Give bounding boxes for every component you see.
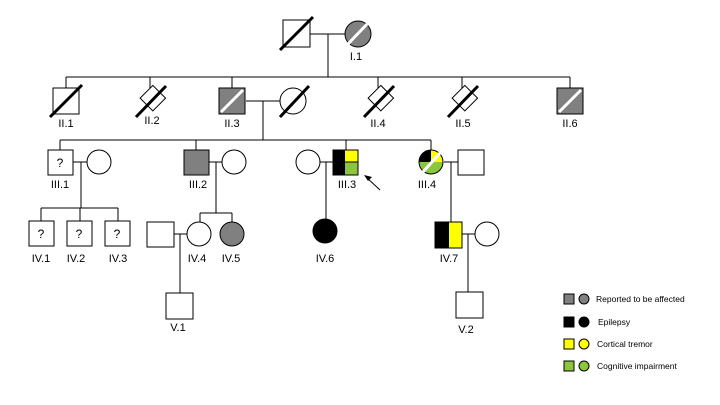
individual-v-2: V.2 — [455, 291, 484, 336]
unknown-mark: ? — [114, 227, 121, 241]
individual-iv-6: IV.6 — [312, 218, 338, 265]
proband-arrow — [364, 175, 381, 191]
label-ii-1: II.1 — [58, 118, 73, 130]
individual-iii-3-proband: III.3 — [332, 149, 359, 191]
individual-iv-1: ? IV.1 — [28, 220, 55, 265]
individual-iii-4-spouse — [457, 149, 485, 176]
label-ii-4: II.4 — [370, 118, 385, 130]
unknown-mark: ? — [38, 227, 45, 241]
legend-label-cortical-tremor: Cortical tremor — [597, 339, 653, 349]
individual-iii-4: III.4 — [418, 149, 444, 191]
label-iii-1: III.1 — [51, 179, 69, 191]
label-ii-2: II.2 — [144, 115, 159, 127]
legend-item-cognitive-impairment: Cognitive impairment — [563, 360, 677, 372]
label-iv-2: IV.2 — [67, 253, 86, 265]
label-iii-3: III.3 — [338, 179, 356, 191]
label-iv-6: IV.6 — [316, 253, 335, 265]
individual-ii-spouse — [278, 84, 311, 119]
unknown-mark: ? — [57, 156, 64, 170]
label-iv-5: IV.5 — [222, 253, 241, 265]
individual-iii-1: ? III.1 — [47, 149, 74, 191]
legend-label-affected: Reported to be affected — [596, 294, 685, 304]
pedigree-lines — [40, 33, 571, 293]
label-v-1: V.1 — [170, 322, 186, 334]
label-ii-6: II.6 — [562, 118, 577, 130]
legend-item-cortical-tremor: Cortical tremor — [563, 338, 653, 350]
legend-label-epilepsy: Epilepsy — [598, 317, 631, 327]
individual-iii-2-spouse — [221, 149, 247, 175]
individual-iii-2: III.2 — [183, 149, 210, 191]
individual-ii-1: II.1 — [48, 83, 84, 130]
individual-ii-4: II.4 — [362, 84, 396, 130]
individual-v-1: V.1 — [165, 292, 194, 334]
legend-label-cognitive-impairment: Cognitive impairment — [597, 361, 677, 371]
legend-item-epilepsy: Epilepsy — [563, 316, 631, 328]
label-iv-3: IV.3 — [109, 253, 128, 265]
label-iv-1: IV.1 — [32, 253, 51, 265]
label-iii-2: III.2 — [189, 179, 207, 191]
individual-iv-2: ? IV.2 — [66, 220, 93, 265]
individual-iv-4-spouse — [146, 221, 175, 248]
individual-ii-3: II.3 — [218, 87, 246, 130]
legend: Reported to be affected Epilepsy Cortica… — [563, 293, 685, 372]
label-ii-3: II.3 — [224, 118, 239, 130]
label-v-2: V.2 — [458, 324, 474, 336]
legend-item-affected: Reported to be affected — [563, 293, 685, 305]
individual-iii-1-spouse — [86, 149, 112, 175]
unknown-mark: ? — [76, 227, 83, 241]
individual-ii-2: II.2 — [134, 84, 168, 127]
individual-ii-5: II.5 — [446, 84, 480, 130]
individual-iv-3: ? IV.3 — [104, 220, 131, 265]
individual-iv-7: IV.7 — [434, 221, 463, 265]
individual-iv-7-spouse — [474, 221, 500, 247]
individual-i-0 — [278, 15, 315, 52]
individual-iv-5: IV.5 — [219, 221, 245, 265]
individual-ii-6: II.6 — [556, 87, 584, 130]
individual-iv-4: IV.4 — [186, 221, 212, 265]
individual-i-1: I.1 — [344, 20, 372, 63]
individual-iii-3-spouse — [295, 149, 321, 175]
label-ii-5: II.5 — [455, 118, 470, 130]
label-iv-4: IV.4 — [188, 253, 207, 265]
label-iv-7: IV.7 — [440, 253, 459, 265]
label-i-1: I.1 — [350, 51, 362, 63]
label-iii-4: III.4 — [418, 179, 436, 191]
